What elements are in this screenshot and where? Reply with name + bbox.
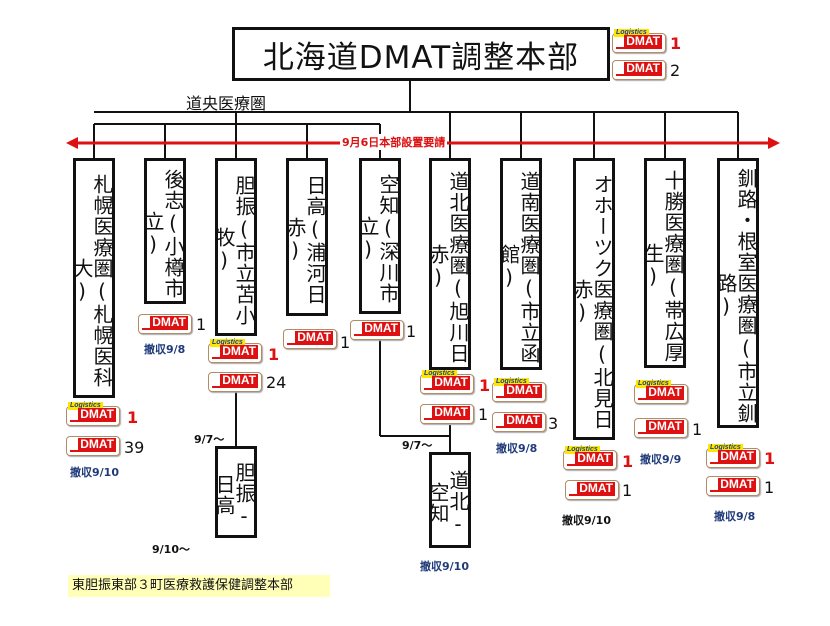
sapporo-logistics-count: 1	[127, 408, 139, 427]
region-box-dohoku: 道北医療圏(旭川日赤)	[426, 158, 471, 370]
region-name: 胆振(市立苫小牧)	[212, 174, 256, 326]
sapporo-dmat-badge: DMAT	[66, 436, 120, 456]
region-box-sorachi: 空知(深川市立)	[356, 158, 401, 314]
kushiro-dmat-badge: DMAT	[706, 476, 760, 496]
sub-base-box-iburi-hidaka: 胆振-日高	[212, 446, 257, 538]
arrow-left-icon	[66, 137, 78, 149]
dohoku-dmat-badge: DMAT	[420, 404, 474, 424]
region-name: 道南医療圏(市立函館)	[497, 170, 541, 364]
donan-withdrawn: 撤収9/8	[496, 442, 538, 455]
sub-base-box-dohoku-sorachi: 道北-空知	[426, 452, 471, 548]
hidaka-dmat-count: 1	[340, 333, 351, 352]
sapporo-dmat-count: 39	[124, 438, 145, 457]
shiribeshi-dmat-count: 1	[196, 315, 207, 334]
hq-box: 北海道DMAT調整本部	[232, 27, 610, 81]
sapporo-withdrawn: 撤収9/10	[70, 466, 119, 479]
arrow-right-icon	[768, 137, 780, 149]
region-name: 道北医療圏(旭川日赤)	[426, 170, 470, 364]
region-box-hidaka: 日高(浦河日赤)	[283, 158, 328, 316]
sub-base-name: 道北-空知	[426, 469, 470, 537]
dohoku-dmat-count: 1	[478, 405, 489, 424]
region-name: オホーツク医療圏(北見日赤)	[570, 174, 614, 430]
region-name: 日高(浦河日赤)	[283, 175, 327, 305]
sorachi-dmat-count: 1	[406, 322, 417, 341]
kushiro-dmat-count: 1	[764, 478, 775, 497]
region-name: 釧路・根室医療圏(市立釧路)	[714, 168, 758, 424]
kushiro-logistics-count: 1	[764, 449, 776, 468]
donan-dmat-badge: DMAT	[492, 412, 546, 432]
region-name: 後志(小樽市立)	[141, 169, 185, 299]
request-label: 9月6日本部設置要請	[340, 134, 448, 150]
tokachi-dmat-count: 1	[692, 420, 703, 439]
dohoku-sorachi-withdrawn: 撤収9/10	[420, 560, 469, 573]
region-box-tokachi: 十勝医療圏(帯広厚生)	[641, 158, 686, 368]
hidaka-dmat-badge: DMAT	[283, 329, 337, 349]
hq-dmat-badge: DMAT	[612, 60, 666, 80]
kushiro-withdrawn: 撤収9/8	[714, 510, 756, 523]
footer-note: 東胆振東部３町医療救護保健調整本部	[68, 575, 330, 597]
donan-dmat-count: 3	[548, 414, 559, 433]
iburi-logistics-count: 1	[268, 345, 280, 364]
iburi-hidaka-start-date: 9/7〜	[194, 433, 225, 446]
region-name: 札幌医療圏(札幌医科大)	[70, 174, 114, 388]
dohoku-logistics-count: 1	[479, 376, 491, 395]
sub-base-name: 胆振-日高	[212, 461, 256, 529]
region-box-donan: 道南医療圏(市立函館)	[497, 158, 542, 370]
okhotsk-withdrawn: 撤収9/10	[562, 514, 611, 527]
region-box-iburi: 胆振(市立苫小牧)	[212, 158, 257, 336]
shiribeshi-dmat-badge: DMAT	[138, 314, 192, 334]
hq-dmat-count: 2	[670, 61, 681, 80]
region-box-shiribeshi: 後志(小樽市立)	[141, 158, 186, 304]
region-name: 空知(深川市立)	[356, 174, 400, 304]
okhotsk-logistics-count: 1	[622, 452, 634, 471]
iburi-dmat-count: 24	[266, 373, 287, 392]
okhotsk-dmat-badge: DMAT	[565, 480, 619, 500]
hq-title: 北海道DMAT調整本部	[262, 39, 580, 76]
region-box-okhotsk: オホーツク医療圏(北見日赤)	[570, 158, 615, 440]
iburi-hidaka-end-date: 9/10〜	[152, 543, 190, 556]
region-box-kushiro-nemuro: 釧路・根室医療圏(市立釧路)	[714, 158, 759, 428]
region-name: 十勝医療圏(帯広厚生)	[641, 169, 685, 363]
hq-logistics-count: 1	[670, 34, 682, 53]
shiribeshi-withdrawn: 撤収9/8	[144, 343, 186, 356]
iburi-dmat-badge: DMAT	[208, 372, 262, 392]
tokachi-withdrawn: 撤収9/9	[640, 453, 682, 466]
sorachi-dmat-badge: DMAT	[350, 320, 404, 340]
dohoku-sorachi-start-date: 9/7〜	[402, 439, 433, 452]
central-area-label: 道央医療圏	[186, 94, 267, 113]
region-box-sapporo: 札幌医療圏(札幌医科大)	[70, 158, 115, 398]
okhotsk-dmat-count: 1	[622, 481, 633, 500]
tokachi-dmat-badge: DMAT	[634, 418, 688, 438]
